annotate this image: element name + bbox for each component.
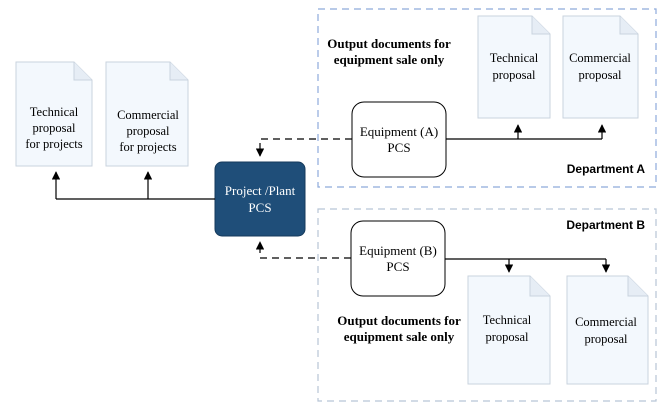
department-a-note-line1: Output documents for bbox=[327, 36, 451, 51]
project-commercial-line3: for projects bbox=[119, 140, 176, 154]
equipment-a-line1: Equipment (A) bbox=[360, 124, 438, 139]
department-b-container bbox=[317, 208, 657, 402]
equipment-b-pcs-box: Equipment (B) PCS bbox=[350, 220, 446, 297]
department-a-container bbox=[317, 8, 657, 188]
department-b-label: Department B bbox=[566, 218, 645, 232]
dept-a-commercial-line1: Commercial bbox=[569, 51, 631, 65]
equipment-b-to-project-dashed-link bbox=[255, 241, 351, 259]
dept-b-technical-line2: proposal bbox=[485, 330, 529, 344]
dept-a-commercial-line2: proposal bbox=[578, 68, 622, 82]
department-a-label: Department A bbox=[567, 162, 646, 176]
project-plant-pcs-box: Project /Plant PCS bbox=[214, 161, 306, 237]
project-line2: PCS bbox=[248, 200, 271, 215]
dept-a-technical-proposal-doc: Technical proposal bbox=[477, 15, 551, 119]
equipment-a-to-project-dashed-link bbox=[255, 138, 352, 157]
project-commercial-proposal-doc: Commercial proposal for projects bbox=[105, 61, 189, 167]
project-technical-line2: proposal bbox=[32, 121, 76, 135]
department-b-note-line1: Output documents for bbox=[337, 313, 461, 328]
dept-b-technical-line1: Technical bbox=[483, 313, 532, 327]
equipment-a-to-docs-connector bbox=[446, 124, 607, 140]
project-commercial-line1: Commercial bbox=[117, 108, 179, 122]
dept-b-commercial-line2: proposal bbox=[584, 332, 628, 346]
department-a-note-line2: equipment sale only bbox=[334, 52, 445, 67]
dept-b-commercial-line1: Commercial bbox=[575, 315, 637, 329]
dept-a-technical-line1: Technical bbox=[490, 51, 539, 65]
equipment-b-to-docs-connector bbox=[445, 258, 611, 273]
equipment-a-line2: PCS bbox=[387, 140, 410, 155]
equipment-b-line1: Equipment (B) bbox=[359, 243, 437, 258]
department-b-note-line2: equipment sale only bbox=[344, 329, 455, 344]
project-technical-proposal-doc: Technical proposal for projects bbox=[15, 61, 93, 167]
dept-a-technical-line2: proposal bbox=[492, 68, 536, 82]
project-to-docs-connector bbox=[51, 171, 215, 200]
dept-b-technical-proposal-doc: Technical proposal bbox=[467, 275, 551, 385]
dept-a-commercial-proposal-doc: Commercial proposal bbox=[562, 15, 639, 119]
project-technical-line3: for projects bbox=[25, 137, 82, 151]
equipment-a-pcs-box: Equipment (A) PCS bbox=[351, 101, 447, 178]
project-technical-line1: Technical bbox=[30, 105, 79, 119]
dept-b-commercial-proposal-doc: Commercial proposal bbox=[566, 275, 649, 385]
project-line1: Project /Plant bbox=[225, 183, 296, 198]
project-commercial-line2: proposal bbox=[126, 124, 170, 138]
equipment-b-line2: PCS bbox=[386, 259, 409, 274]
